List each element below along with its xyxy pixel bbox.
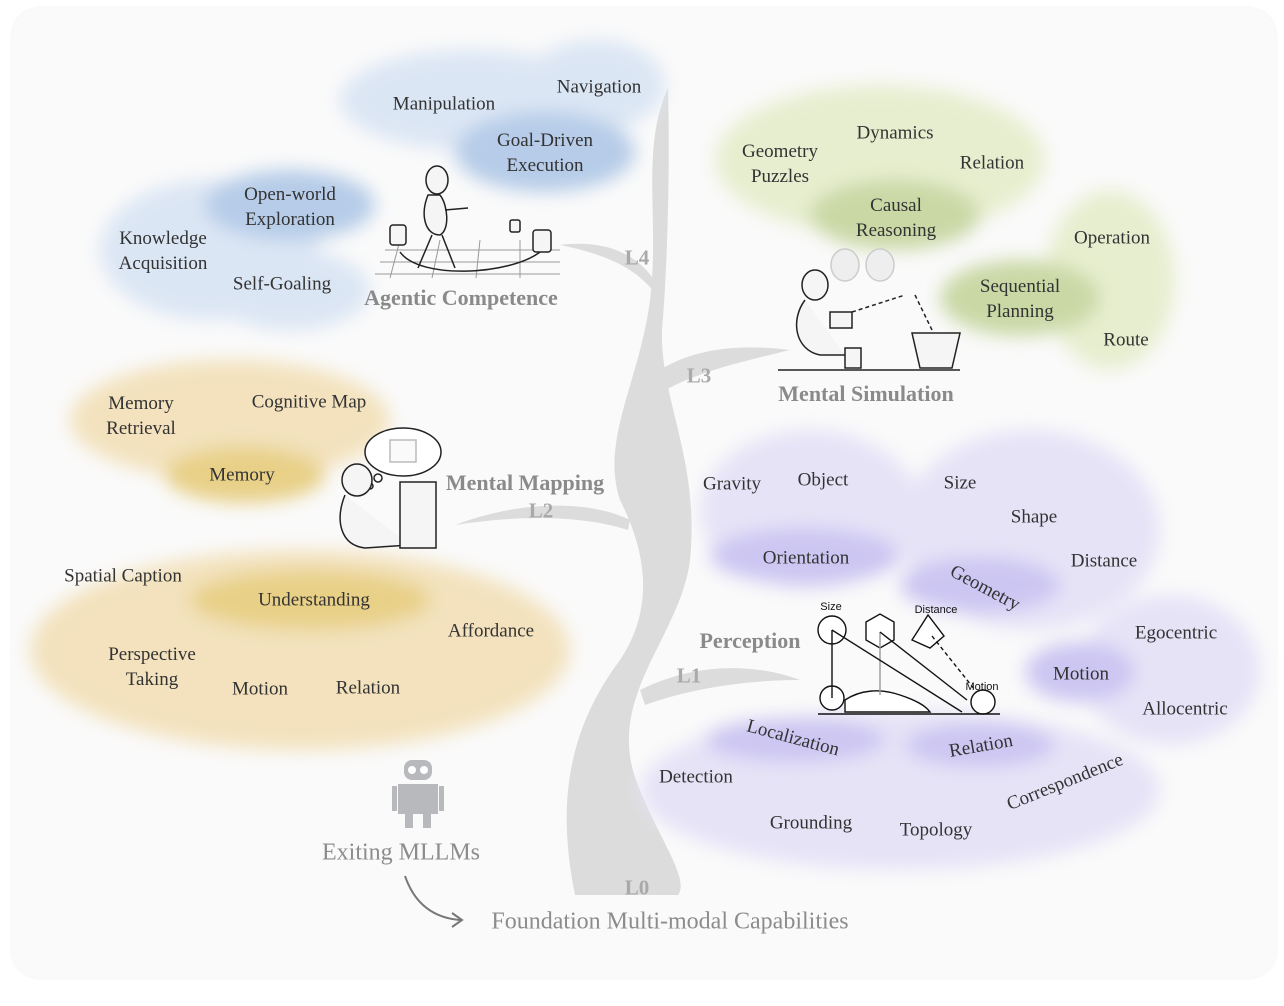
label-distance: Distance bbox=[1070, 550, 1138, 572]
category-perception: Perception bbox=[699, 628, 801, 653]
label-egocentric: Egocentric bbox=[1134, 622, 1218, 644]
figure-label-motion: Motion bbox=[965, 681, 999, 693]
perception-cloud bbox=[640, 430, 1260, 870]
label-understanding: Understanding bbox=[258, 589, 370, 611]
level-l2: L2 bbox=[528, 498, 554, 523]
branch-l4 bbox=[560, 243, 660, 300]
level-l4: L4 bbox=[624, 245, 650, 270]
label-cognitive-map: Cognitive Map bbox=[251, 391, 367, 413]
branch-l3 bbox=[660, 347, 790, 392]
label-shape: Shape bbox=[1010, 506, 1058, 528]
label-grounding: Grounding bbox=[769, 812, 853, 834]
label-relation-understanding: Relation bbox=[335, 677, 401, 699]
level-l3: L3 bbox=[686, 363, 712, 388]
label-memory-retrieval: Memory Retrieval bbox=[106, 393, 176, 439]
simulation-cloud bbox=[715, 85, 1175, 370]
label-motion-perception: Motion bbox=[1053, 663, 1109, 685]
arrow-to-foundation bbox=[404, 875, 461, 921]
robot-icon bbox=[392, 760, 444, 828]
label-open-world-exploration: Open-world Exploration bbox=[244, 184, 336, 230]
existing-mllms-label: Exiting MLLMs bbox=[321, 839, 481, 866]
label-size: Size bbox=[943, 472, 977, 494]
category-agentic-competence: Agentic Competence bbox=[364, 285, 558, 310]
label-motion-understanding: Motion bbox=[232, 678, 288, 700]
figure-label-size: Size bbox=[820, 601, 842, 613]
branch-l1 bbox=[640, 668, 800, 705]
label-goal-driven-execution: Goal-Driven Execution bbox=[496, 130, 594, 176]
label-perspective-taking: Perspective Taking bbox=[108, 644, 196, 690]
lying-child-figure-icon bbox=[817, 613, 1000, 715]
walking-child-icon bbox=[375, 165, 560, 279]
branch-l2 bbox=[455, 505, 630, 530]
label-causal-reasoning: Causal Reasoning bbox=[855, 195, 937, 241]
label-geometry-puzzles: Geometry Puzzles bbox=[742, 141, 818, 187]
label-sequential-planning: Sequential Planning bbox=[979, 276, 1061, 322]
kneeling-child-icon bbox=[778, 248, 961, 371]
label-spatial-caption: Spatial Caption bbox=[64, 565, 182, 587]
label-object: Object bbox=[797, 469, 849, 491]
sitting-child-icon bbox=[339, 427, 442, 549]
tree-trunk bbox=[566, 88, 692, 895]
label-detection: Detection bbox=[659, 766, 733, 788]
category-mental-mapping: Mental Mapping bbox=[445, 470, 605, 495]
mapping-cloud bbox=[30, 360, 570, 750]
label-topology: Topology bbox=[899, 819, 973, 841]
label-knowledge-acquisition: Knowledge Acquisition bbox=[118, 228, 208, 274]
agentic-cloud bbox=[100, 40, 665, 330]
label-relation-sim: Relation bbox=[959, 152, 1025, 174]
label-memory: Memory bbox=[209, 464, 275, 486]
figure-label-distance: Distance bbox=[914, 604, 958, 616]
label-orientation: Orientation bbox=[762, 547, 850, 569]
label-gravity: Gravity bbox=[702, 473, 762, 495]
label-affordance: Affordance bbox=[447, 620, 535, 642]
label-manipulation: Manipulation bbox=[392, 93, 496, 115]
category-mental-simulation: Mental Simulation bbox=[778, 381, 954, 406]
label-navigation: Navigation bbox=[556, 76, 642, 98]
foundation-capabilities-label: Foundation Multi-modal Capabilities bbox=[491, 908, 849, 935]
label-route: Route bbox=[1103, 329, 1149, 351]
label-allocentric: Allocentric bbox=[1142, 698, 1228, 720]
label-operation: Operation bbox=[1074, 227, 1150, 249]
level-l0: L0 bbox=[624, 875, 650, 900]
label-dynamics: Dynamics bbox=[856, 122, 934, 144]
label-self-goaling: Self-Goaling bbox=[232, 273, 332, 295]
level-l1: L1 bbox=[676, 663, 702, 688]
